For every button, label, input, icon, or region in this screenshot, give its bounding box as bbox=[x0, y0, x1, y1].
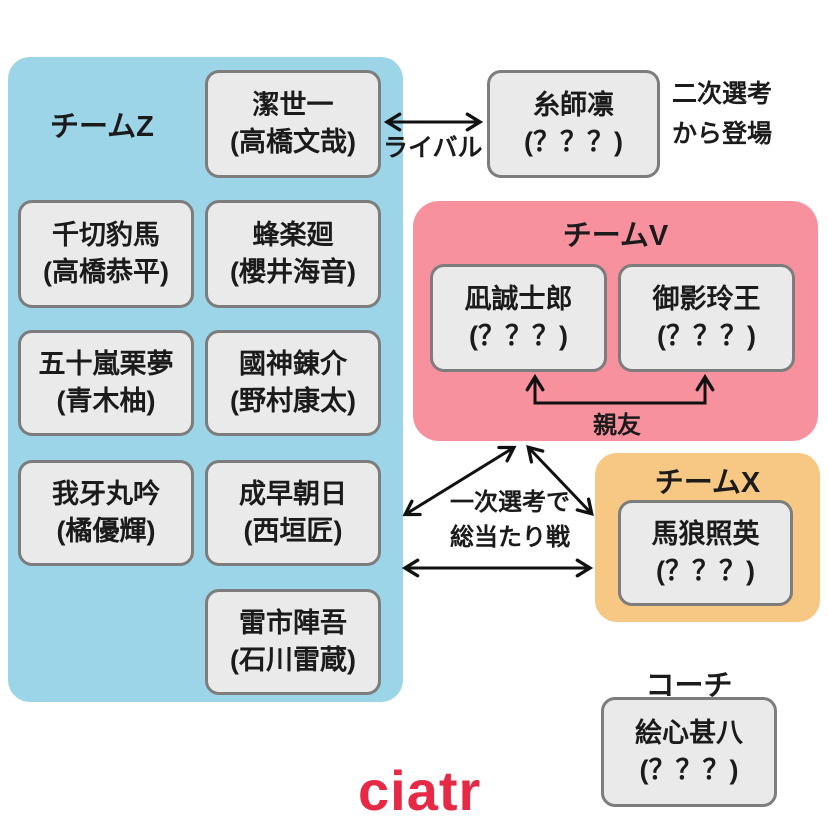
member-actor: (？？？) bbox=[469, 321, 568, 351]
member-box-raichi: 雷市陣吾 (石川雷蔵) bbox=[205, 589, 381, 695]
member-actor: (櫻井海音) bbox=[230, 257, 356, 287]
best-friends-label: 親友 bbox=[593, 412, 641, 439]
round-robin-line2: 総当たり戦 bbox=[450, 523, 570, 551]
member-box-isagi: 潔世一 (高橋文哉) bbox=[205, 70, 381, 178]
team-v-label: チームV bbox=[562, 220, 669, 252]
member-name: 蜂楽廻 bbox=[252, 219, 334, 250]
member-name: 五十嵐栗夢 bbox=[38, 348, 174, 379]
member-name: 千切豹馬 bbox=[52, 219, 160, 250]
member-box-ego: 絵心甚八 (？？？) bbox=[601, 697, 777, 807]
member-actor: (青木柚) bbox=[56, 386, 156, 416]
member-name: 我牙丸吟 bbox=[52, 478, 160, 509]
member-actor: (野村康太) bbox=[230, 386, 356, 416]
debut-note-line1: 二次選考 bbox=[672, 80, 773, 108]
member-box-barou: 馬狼照英 (？？？) bbox=[618, 500, 793, 606]
member-actor: (橘優輝) bbox=[56, 516, 156, 546]
member-name: 御影玲王 bbox=[652, 283, 761, 314]
team-x-label: チームX bbox=[654, 467, 761, 499]
rival-label: ライバル bbox=[383, 134, 483, 162]
member-actor: (高橋文哉) bbox=[230, 127, 356, 157]
member-actor: (？？？) bbox=[657, 321, 756, 351]
team-z-label: チームZ bbox=[50, 111, 154, 143]
member-box-nagi: 凪誠士郎 (？？？) bbox=[430, 264, 607, 372]
member-name: 絵心甚八 bbox=[635, 717, 743, 748]
member-name: 成早朝日 bbox=[239, 478, 347, 509]
member-actor: (？？？) bbox=[656, 556, 755, 586]
member-box-mikage: 御影玲王 (？？？) bbox=[618, 264, 795, 372]
member-actor: (？？？) bbox=[639, 755, 739, 785]
ciatr-logo: ciatr bbox=[358, 759, 482, 822]
member-name: 馬狼照英 bbox=[651, 518, 760, 549]
member-name: 國神錬介 bbox=[239, 348, 347, 379]
debut-note: 二次選考 から登場 bbox=[672, 74, 772, 154]
member-box-naruhaya: 成早朝日 (西垣匠) bbox=[205, 460, 381, 566]
member-box-gagamaru: 我牙丸吟 (橘優輝) bbox=[18, 460, 194, 566]
member-box-kunigami: 國神錬介 (野村康太) bbox=[205, 330, 381, 436]
member-box-bachira: 蜂楽廻 (櫻井海音) bbox=[205, 200, 381, 308]
member-actor: (高橋恭平) bbox=[43, 257, 169, 287]
debut-note-line2: から登場 bbox=[672, 120, 773, 148]
member-actor: (石川雷蔵) bbox=[230, 645, 356, 675]
member-name: 潔世一 bbox=[252, 89, 334, 120]
member-name: 雷市陣吾 bbox=[239, 607, 347, 638]
coach-heading: コーチ bbox=[645, 670, 733, 702]
round-robin-label: 一次選考で 総当たり戦 bbox=[430, 486, 590, 556]
member-box-igarashi: 五十嵐栗夢 (青木柚) bbox=[18, 330, 194, 436]
member-actor: (西垣匠) bbox=[243, 516, 343, 546]
member-name: 糸師凛 bbox=[533, 89, 614, 120]
member-box-chigiri: 千切豹馬 (高橋恭平) bbox=[18, 200, 194, 308]
member-actor: (？？？) bbox=[524, 127, 623, 157]
round-robin-line1: 一次選考で bbox=[450, 489, 570, 516]
member-name: 凪誠士郎 bbox=[464, 283, 573, 314]
member-box-itoshi-rin: 糸師凛 (？？？) bbox=[487, 70, 660, 178]
